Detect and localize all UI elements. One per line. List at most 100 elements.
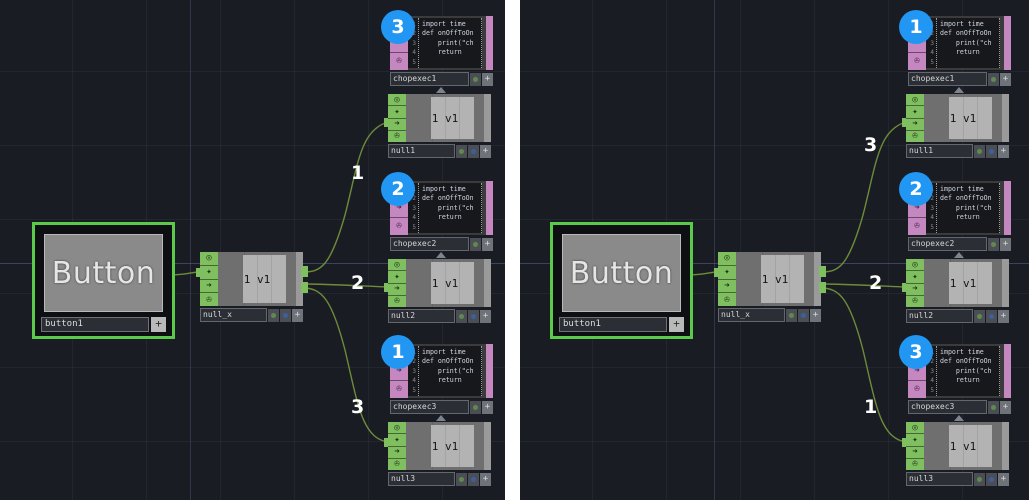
null-x-name[interactable]: null_x [718,308,785,322]
null-x-blue-flag[interactable] [280,308,291,322]
null-x-blue-flag[interactable] [798,308,809,322]
clone-icon[interactable]: ✇ [396,56,402,67]
null1-plus-button[interactable]: + [998,144,1009,158]
null1-green-flag[interactable] [456,144,467,158]
null1-node-left[interactable]: ◎ ✦ ➜ ✇ 1 v1 null1 + [388,94,491,158]
null-x-plus-button[interactable]: + [292,308,303,322]
button-node-right[interactable]: Button button1 + [550,222,693,339]
chopexec3-plus-button[interactable]: + [1000,400,1011,414]
null3-name[interactable]: null3 [906,472,973,486]
null3-node-left[interactable]: ◎ ✦ ➜ ✇ 1 v1 null3 + [388,422,491,486]
chopexec1-name[interactable]: chopexec1 [390,72,469,86]
display-icon[interactable]: ➜ [906,284,924,296]
null-x-node-right[interactable]: ◎ ✦ ➜ ✇ 1 v1 null_x + [718,252,821,322]
null2-green-flag[interactable] [974,309,985,323]
viewer-icon[interactable]: ◎ [200,252,218,266]
chopexec3-plus-button[interactable]: + [482,400,493,414]
chopexec1-green-flag[interactable] [988,72,999,86]
null1-plus-button[interactable]: + [480,144,491,158]
null2-plus-button[interactable]: + [998,309,1009,323]
viewer-icon[interactable]: ◎ [718,252,736,266]
null2-input-pin[interactable] [384,283,388,292]
null1-input-pin[interactable] [384,118,388,127]
null2-green-flag[interactable] [456,309,467,323]
clone-icon[interactable]: ✇ [206,294,212,305]
display-icon[interactable]: ➜ [390,199,408,218]
null-x-icon-strip[interactable]: ◎ ✦ ➜ ✇ [718,252,736,306]
display-icon[interactable]: ➜ [388,119,406,131]
null3-green-flag[interactable] [974,472,985,486]
null-x-green-flag[interactable] [268,308,279,322]
chopexec2-green-flag[interactable] [988,237,999,251]
display-icon[interactable]: ➜ [718,280,736,294]
display-icon[interactable]: ➜ [906,119,924,131]
null3-blue-flag[interactable] [986,472,997,486]
null1-blue-flag[interactable] [468,144,479,158]
bypass-icon[interactable]: ✦ [906,271,924,284]
bypass-icon[interactable]: ✦ [906,434,924,447]
null2-name[interactable]: null2 [388,309,455,323]
null2-icon-strip[interactable]: ◎ ✦ ➜ ✇ [388,259,406,307]
bypass-icon[interactable]: ✦ [906,106,924,119]
null2-blue-flag[interactable] [986,309,997,323]
null1-input-pin[interactable] [902,118,906,127]
chopexec1-plus-button[interactable]: + [1000,72,1011,86]
chopexec3-green-flag[interactable] [988,400,999,414]
clone-icon[interactable]: ✇ [396,221,402,232]
chopexec3-green-flag[interactable] [470,400,481,414]
null-x-node-left[interactable]: ◎ ✦ ➜ ✇ 1 v1 null_x + [200,252,303,322]
null1-icon-strip[interactable]: ◎ ✦ ➜ ✇ [388,94,406,142]
button-node-name[interactable]: button1 [559,317,667,332]
null1-name[interactable]: null1 [906,144,973,158]
button-node-face[interactable]: Button [562,234,681,312]
chopexec1-green-flag[interactable] [470,72,481,86]
bypass-icon[interactable]: ✦ [718,266,736,280]
bypass-icon[interactable]: ✦ [388,271,406,284]
clone-icon[interactable]: ✇ [724,294,730,305]
clone-icon[interactable]: ✇ [396,384,402,395]
viewer-icon[interactable]: ◎ [906,422,924,435]
clone-icon[interactable]: ✇ [394,296,400,307]
viewer-icon[interactable]: ◎ [388,259,406,272]
chopexec2-plus-button[interactable]: + [482,237,493,251]
null2-name[interactable]: null2 [906,309,973,323]
chopexec1-plus-button[interactable]: + [482,72,493,86]
button-node-plus-button[interactable]: + [151,317,166,332]
display-icon[interactable]: ➜ [908,362,926,381]
null-x-plus-button[interactable]: + [810,308,821,322]
display-icon[interactable]: ➜ [388,447,406,459]
clone-icon[interactable]: ✇ [912,131,918,142]
chopexec3-node-left[interactable]: ✦ ➜ ✇ 123 45 import time def onOffToOn [390,344,493,414]
null-x-output-pin-bottom[interactable] [819,282,826,293]
clone-icon[interactable]: ✇ [394,459,400,470]
bypass-icon[interactable]: ✦ [388,434,406,447]
null1-node-right[interactable]: ◎ ✦ ➜ ✇ 1 v1 null1 + [906,94,1009,158]
display-icon[interactable]: ➜ [388,284,406,296]
null2-node-right[interactable]: ◎ ✦ ➜ ✇ 1 v1 null2 + [906,259,1009,323]
null-x-input-pin[interactable] [196,268,200,277]
null3-green-flag[interactable] [456,472,467,486]
chopexec3-node-right[interactable]: ✦ ➜ ✇ 123 45 import time def onOffToOn [908,344,1011,414]
null1-green-flag[interactable] [974,144,985,158]
bypass-icon[interactable]: ✦ [388,106,406,119]
chopexec1-name[interactable]: chopexec1 [908,72,987,86]
null1-name[interactable]: null1 [388,144,455,158]
null3-input-pin[interactable] [384,438,388,447]
display-icon[interactable]: ➜ [200,280,218,294]
null-x-output-pin-top[interactable] [301,266,308,277]
chopexec3-name[interactable]: chopexec3 [908,400,987,414]
chopexec1-node-right[interactable]: ✦ ➜ ✇ 123 45 import time def onOffToOn [908,16,1011,86]
null1-icon-strip[interactable]: ◎ ✦ ➜ ✇ [906,94,924,142]
null2-node-left[interactable]: ◎ ✦ ➜ ✇ 1 v1 null2 + [388,259,491,323]
viewer-icon[interactable]: ◎ [388,422,406,435]
display-icon[interactable]: ➜ [906,447,924,459]
clone-icon[interactable]: ✇ [394,131,400,142]
chopexec2-plus-button[interactable]: + [1000,237,1011,251]
chopexec3-name[interactable]: chopexec3 [390,400,469,414]
null1-blue-flag[interactable] [986,144,997,158]
chopexec2-green-flag[interactable] [470,237,481,251]
null2-icon-strip[interactable]: ◎ ✦ ➜ ✇ [906,259,924,307]
null-x-icon-strip[interactable]: ◎ ✦ ➜ ✇ [200,252,218,306]
clone-icon[interactable]: ✇ [912,296,918,307]
null3-name[interactable]: null3 [388,472,455,486]
